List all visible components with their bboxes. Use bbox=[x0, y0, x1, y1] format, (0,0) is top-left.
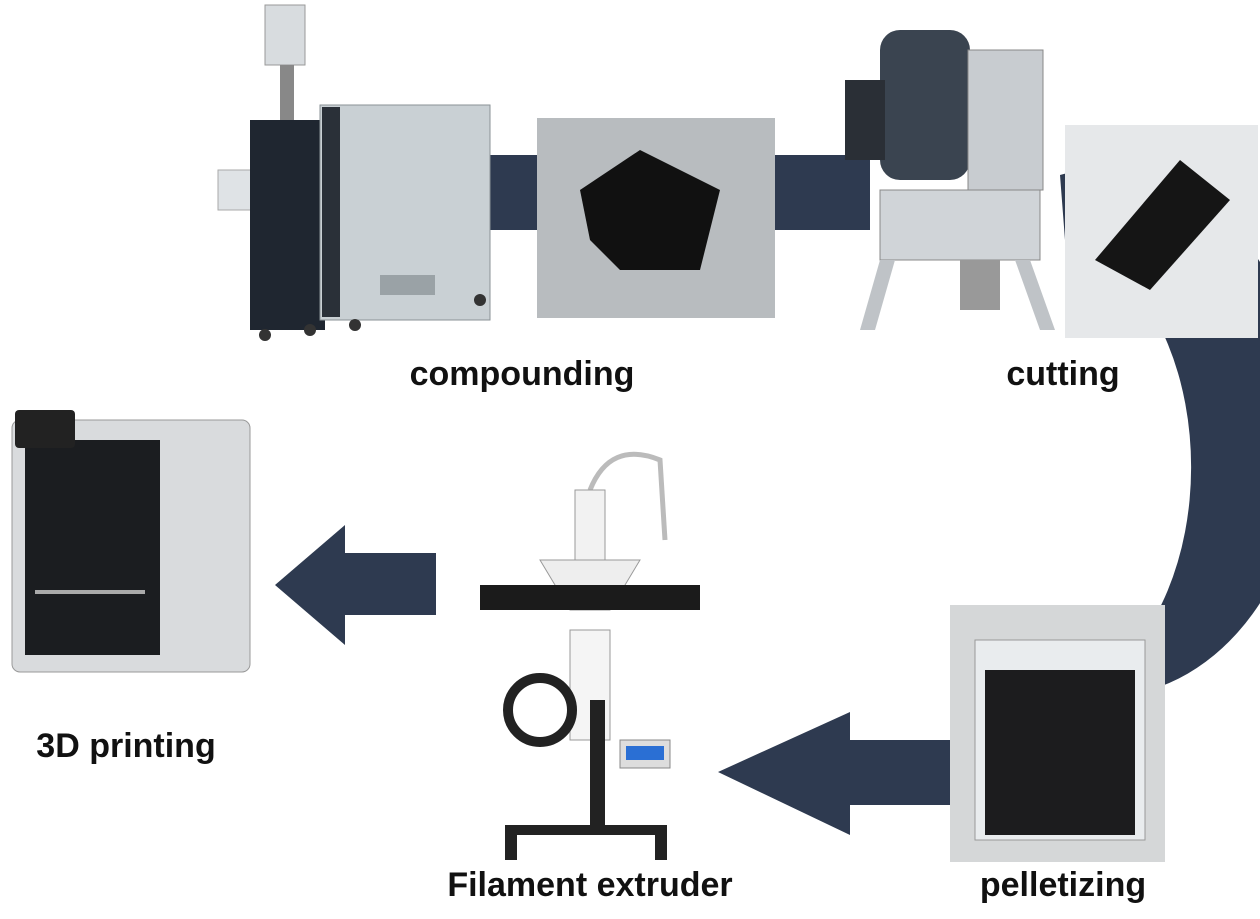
arrow-to-3d-printing bbox=[275, 525, 436, 645]
pellets-in-bag-photo bbox=[1065, 125, 1258, 338]
connector-foil-to-cutter bbox=[770, 155, 870, 230]
label-compounding: compounding bbox=[409, 355, 635, 393]
label-cutting: cutting bbox=[1006, 355, 1120, 393]
cutting-machine-image bbox=[845, 30, 1055, 330]
filament-extruder-image bbox=[480, 451, 700, 860]
arrow-to-extruder bbox=[718, 712, 955, 835]
label-filament-extruder: Filament extruder bbox=[447, 866, 733, 904]
label-3d-printing: 3D printing bbox=[36, 727, 216, 765]
compounding-machine-image bbox=[217, 4, 491, 341]
label-pelletizing: pelletizing bbox=[979, 866, 1147, 904]
compound-on-foil-photo bbox=[537, 118, 775, 318]
3d-printer-image bbox=[11, 410, 251, 673]
pellets-in-beaker-photo bbox=[950, 605, 1165, 862]
